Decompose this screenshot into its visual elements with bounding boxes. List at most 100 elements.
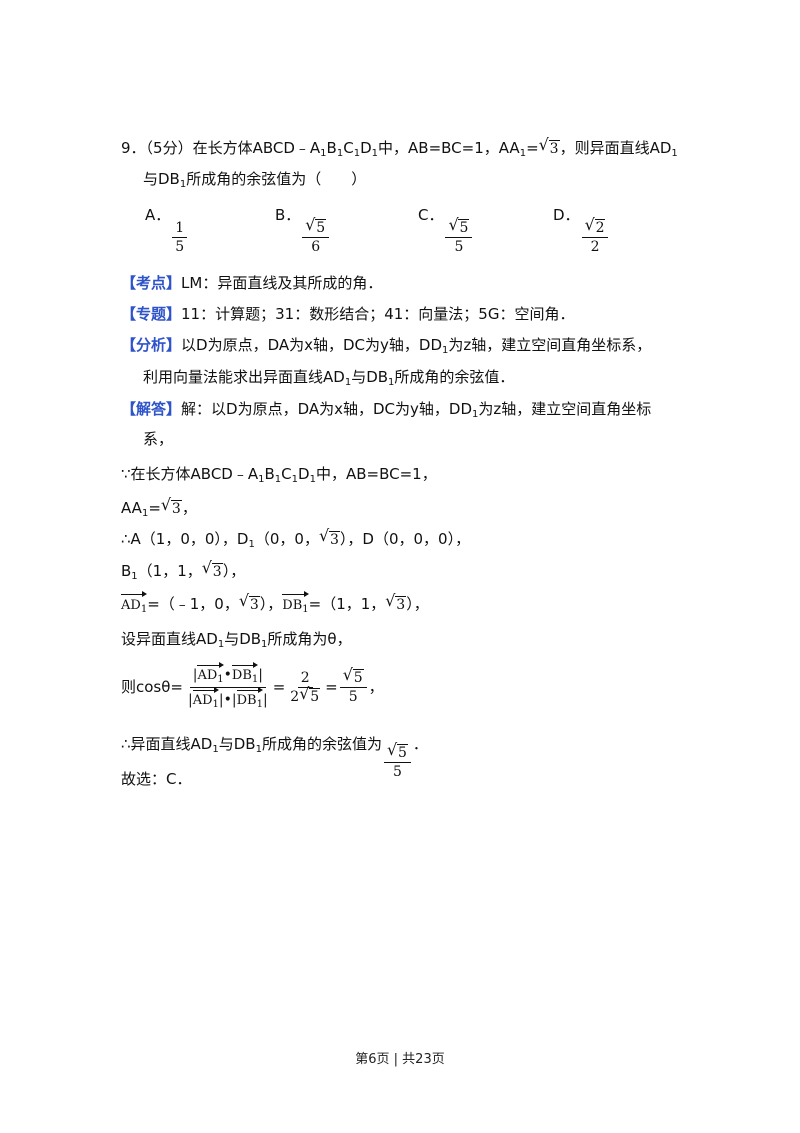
- jieda-text: ∴A（1，0，0），D: [121, 530, 249, 548]
- vector-text: AD: [197, 668, 218, 683]
- numerator: 1: [172, 219, 188, 238]
- sub: 1: [336, 148, 344, 159]
- fraction: 55: [383, 741, 411, 781]
- jieda-text: 则cosθ=: [121, 678, 183, 696]
- sub: 1: [388, 377, 395, 388]
- zhuanti-text: 11：计算题；31：数形结合；41：向量法；5G：空间角．: [181, 305, 575, 323]
- jieda-text: ．: [412, 735, 428, 753]
- stem-text: ，则异面直线AD: [559, 139, 672, 157]
- question-line-2: 与DB1所成角的余弦值为（ ）: [143, 167, 366, 191]
- vector-db1: DB1: [231, 662, 259, 687]
- jieda-text: 解：以D为原点，DA为x轴，DC为y轴，DD: [181, 400, 472, 418]
- sub: 1: [217, 639, 225, 650]
- sub: 1: [344, 377, 352, 388]
- fraction: 56: [302, 216, 330, 256]
- solution-line-6: B1（1，1，3），: [121, 556, 245, 584]
- numerator: 5: [302, 216, 330, 238]
- jieda-text: 所成角的余弦值为: [261, 735, 382, 753]
- jieda-text: B: [121, 562, 132, 580]
- sub: 1: [320, 148, 327, 159]
- denominator: 5: [454, 239, 464, 255]
- sub: 1: [258, 474, 265, 485]
- vector-db1: DB1: [282, 591, 310, 618]
- radicand: 3: [328, 531, 340, 548]
- option-label: B．: [275, 206, 301, 224]
- vector-text: AD: [192, 693, 213, 708]
- vector-text: DB: [231, 668, 252, 683]
- denominator: 6: [311, 239, 321, 255]
- jieda-text: 与DB: [224, 630, 262, 648]
- radicand: 3: [170, 500, 182, 517]
- options-row: A．15 B．56 C．55 D．22: [0, 195, 800, 255]
- stem-text: 在长方体ABCD﹣A: [192, 139, 321, 157]
- kaodian-line: 【考点】LM：异面直线及其所成的角．: [121, 271, 382, 295]
- fenxi-text: 为z轴，建立空间直角坐标系，: [448, 336, 652, 354]
- sub: 1: [131, 571, 138, 582]
- sub: 1: [212, 744, 219, 755]
- denominator: 5: [175, 239, 185, 255]
- bar: |: [218, 692, 224, 708]
- option-b: B．56: [275, 203, 331, 256]
- sub: 1: [255, 744, 262, 755]
- jieda-text: 系，: [143, 430, 174, 448]
- option-c: C． 5 5: [418, 203, 474, 256]
- sub: 1: [217, 674, 224, 685]
- sub: 1: [302, 604, 309, 615]
- fenxi-text: 利用向量法能求出异面直线AD: [143, 368, 345, 386]
- jieda-text: （0，0，: [254, 530, 319, 548]
- jieda-text: ），D（0，0，0），: [339, 530, 471, 548]
- jieda-text: =: [148, 499, 161, 517]
- denominator: 5: [392, 764, 402, 780]
- bar: |: [262, 692, 268, 708]
- sub: 1: [140, 604, 148, 615]
- sqrt-5: 5: [387, 741, 408, 762]
- sub: 1: [256, 699, 263, 710]
- jieda-text: 与DB: [218, 735, 256, 753]
- radicand: 3: [548, 140, 560, 157]
- stem-text: 中，AB=BC=1，AA: [378, 139, 520, 157]
- sqrt-5: 5: [343, 666, 364, 687]
- option-label: D．: [553, 206, 580, 224]
- fraction: 225: [287, 669, 323, 706]
- fraction: 22: [581, 216, 609, 256]
- fraction: 55: [339, 666, 367, 706]
- sub: 1: [442, 345, 449, 356]
- sub: 1: [519, 148, 527, 159]
- jieda-text: AA: [121, 499, 142, 517]
- jieda-text: ），: [406, 595, 429, 613]
- stem-text: 所成角的余弦值为（ ）: [186, 170, 367, 188]
- denominator: 2: [590, 239, 600, 255]
- sqrt-3: 3: [161, 493, 182, 521]
- fenxi-text: 与DB: [351, 368, 389, 386]
- jieda-text: 所成角为θ，: [267, 630, 352, 648]
- jieda-text: =: [272, 678, 286, 696]
- jieda-tag: 【解答】: [121, 400, 182, 418]
- sqrt-3: 3: [202, 556, 223, 584]
- jieda-text: ），: [259, 595, 283, 613]
- sub: 1: [212, 699, 219, 710]
- fenxi-text: 所成角的余弦值．: [394, 368, 515, 386]
- solution-line-4: AA1=3，: [121, 493, 197, 521]
- kaodian-tag: 【考点】: [121, 274, 182, 292]
- sub: 1: [251, 674, 259, 685]
- question-number: 9．: [121, 139, 146, 157]
- sub: 1: [291, 474, 299, 485]
- sub: 1: [248, 539, 255, 550]
- sub: 1: [353, 148, 361, 159]
- numerator: |AD1•DB1|: [189, 662, 266, 688]
- vector-db1: DB1: [236, 687, 264, 712]
- vector-ad1: AD1: [121, 591, 148, 618]
- bar: |: [258, 667, 263, 683]
- jieda-text: 设异面直线AD: [121, 630, 218, 648]
- sqrt-3: 3: [319, 524, 340, 552]
- jieda-text: ∴异面直线AD: [121, 735, 213, 753]
- option-label: C．: [418, 206, 444, 224]
- zhuanti-line: 【专题】11：计算题；31：数形结合；41：向量法；5G：空间角．: [121, 302, 574, 326]
- coef: 2: [290, 689, 300, 705]
- radicand: 5: [315, 219, 327, 236]
- radicand: 5: [458, 219, 470, 236]
- jieda-text: ∵在长方体ABCD﹣A: [121, 465, 259, 483]
- solution-line-5: ∴A（1，0，0），D1（0，0， 3），D（0，0，0），: [121, 524, 471, 552]
- denominator: 5: [348, 689, 358, 705]
